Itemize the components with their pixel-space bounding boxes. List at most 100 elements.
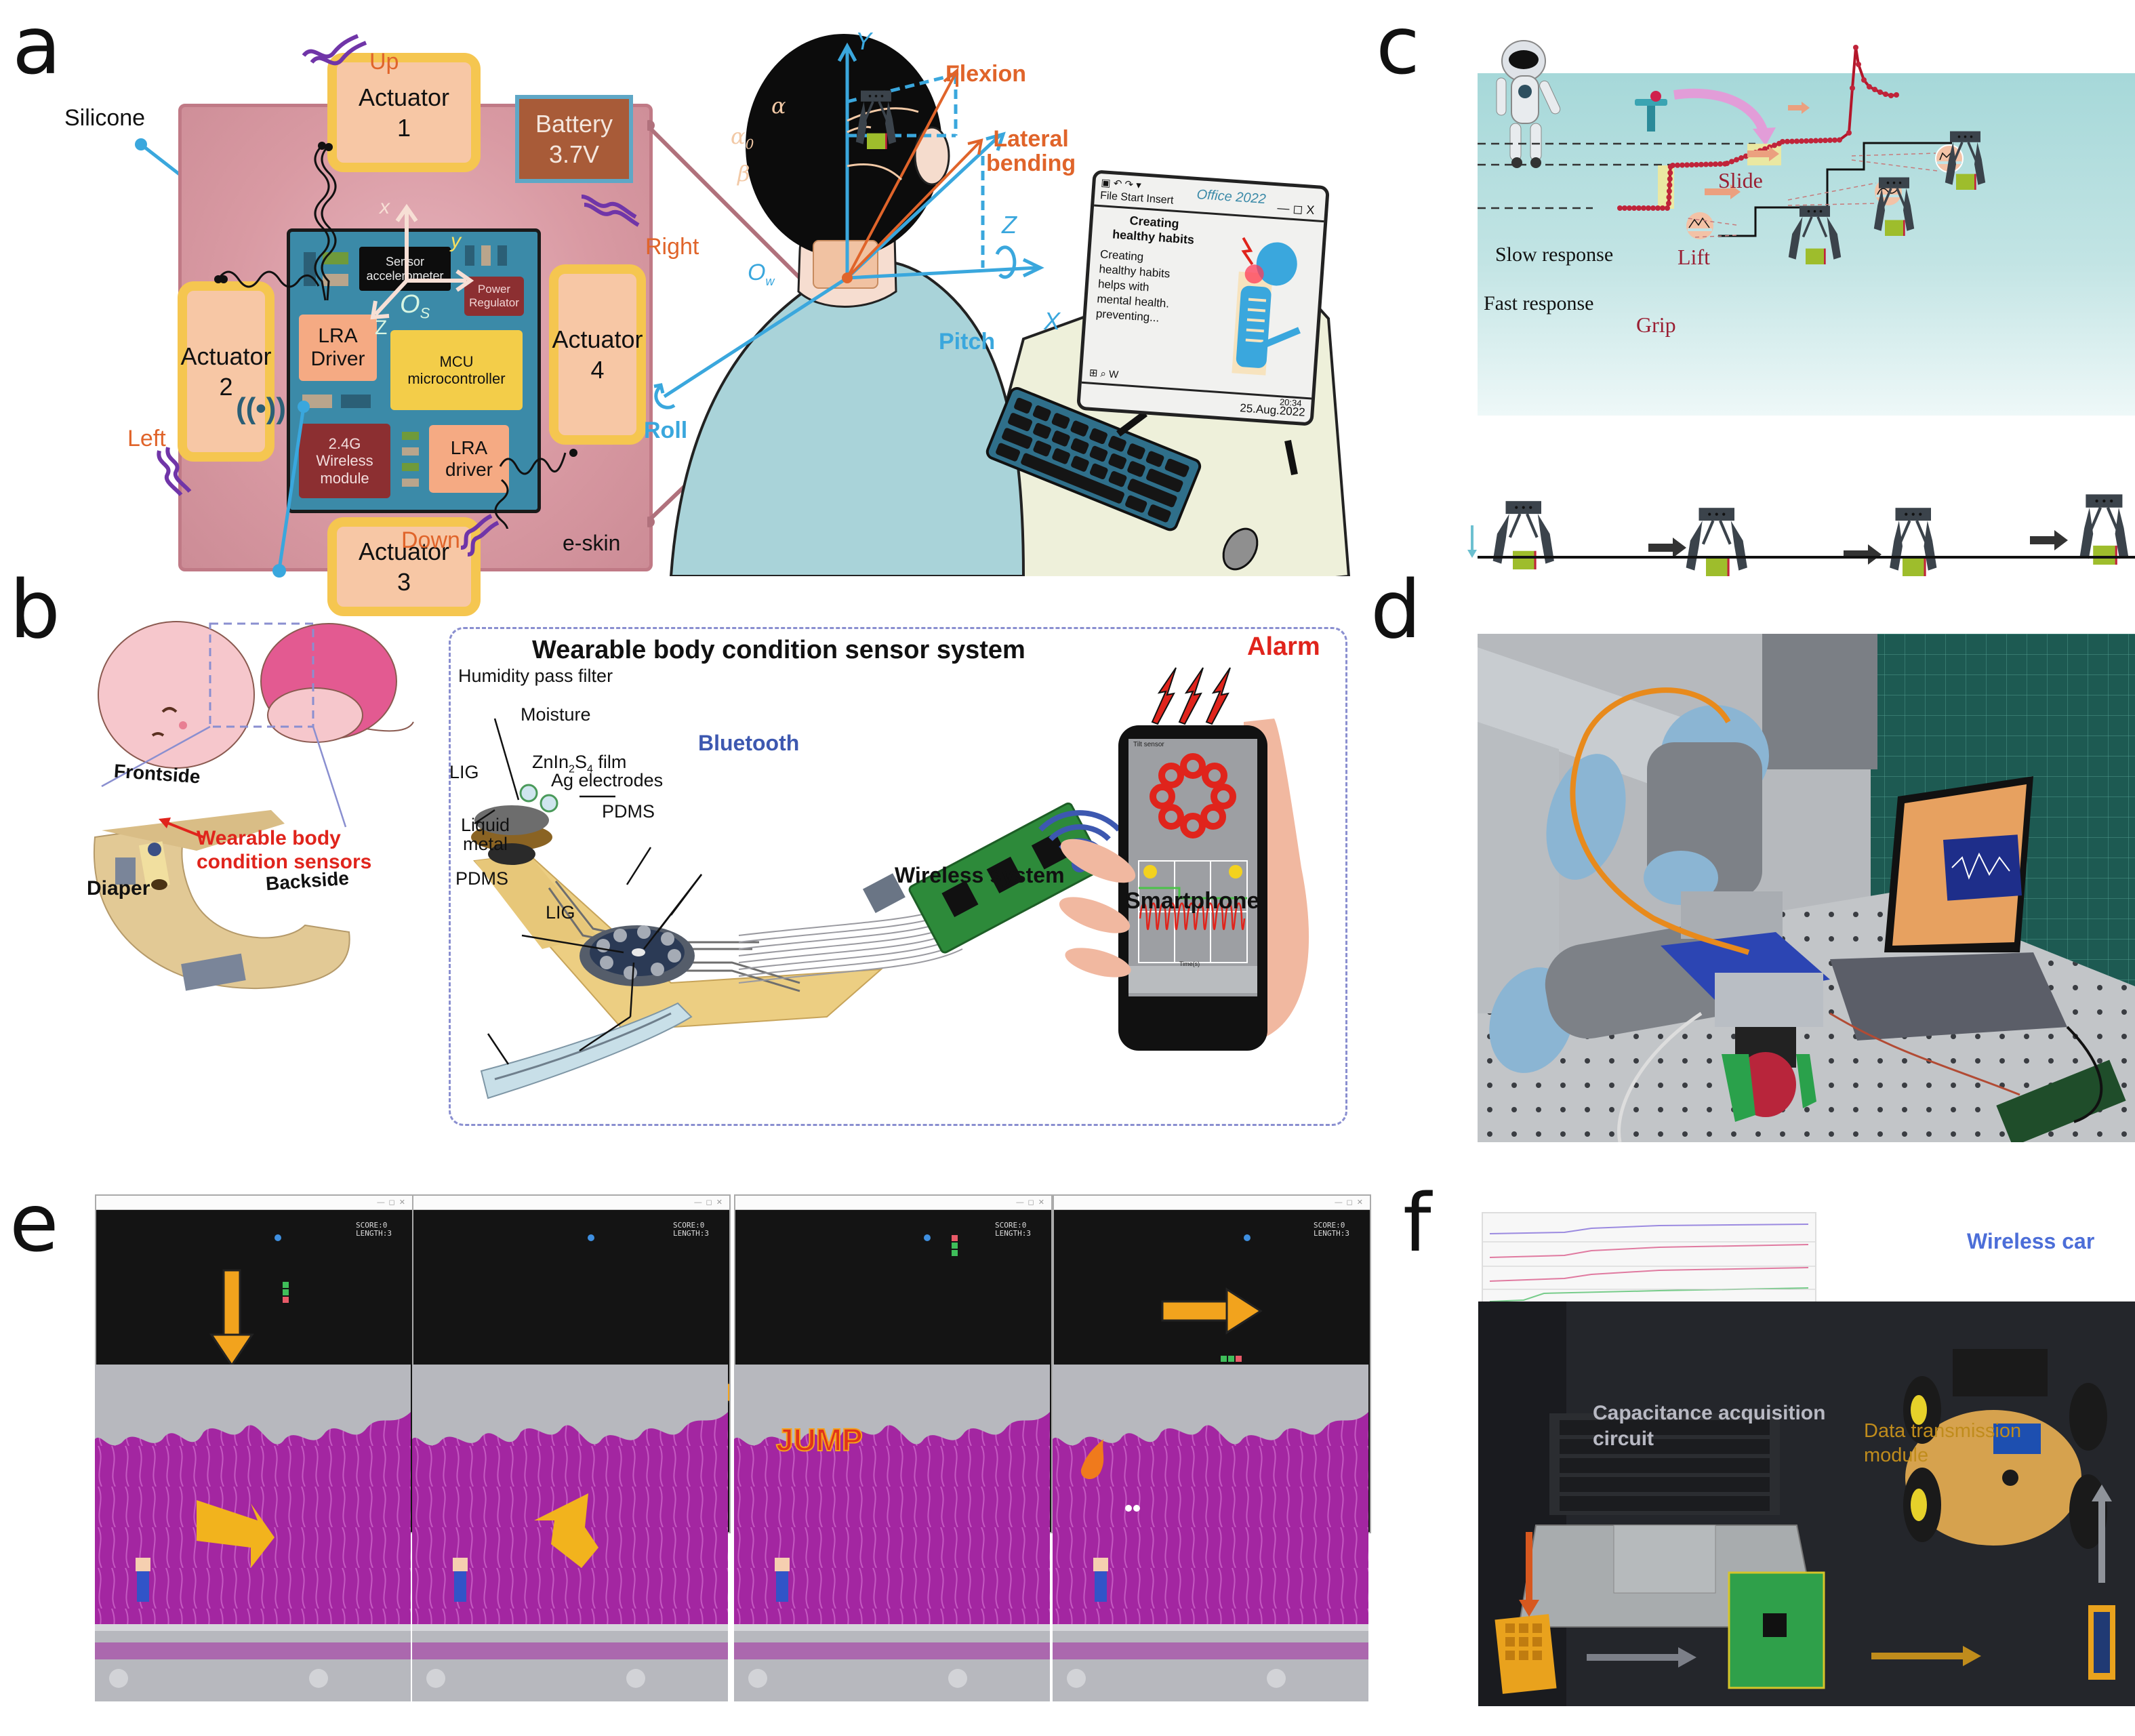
panel-label-b: b <box>9 563 60 656</box>
window-controls[interactable]: — ◻ ✕ <box>694 1198 723 1207</box>
axis-y-label: y <box>451 230 461 252</box>
response-curve-point <box>1617 205 1623 211</box>
panel-label-f: f <box>1403 1176 1431 1270</box>
score-text: SCORE:0 <box>1314 1221 1345 1230</box>
sequence-gripper-3 <box>1890 508 1937 576</box>
wearable-line-1: Wearable body <box>197 827 341 849</box>
actuator-3-number: 3 <box>396 568 411 596</box>
response-curve-point <box>1823 138 1828 144</box>
response-curve-point <box>1666 201 1671 206</box>
liquid-metal-line-2: metal <box>463 834 508 855</box>
direction-right-label: Right <box>645 234 699 260</box>
length-text: LENGTH:3 <box>673 1228 709 1238</box>
component <box>481 245 491 266</box>
approach-gripper <box>1788 205 1842 264</box>
component <box>402 479 419 487</box>
snake-body <box>952 1235 958 1256</box>
moisture-label: Moisture <box>521 704 591 725</box>
response-curve-point <box>1646 205 1651 211</box>
capacitance-traces <box>1483 1224 1815 1302</box>
skeleton-illustration <box>1232 237 1301 376</box>
food-dot <box>1244 1234 1250 1241</box>
contra-game-frame <box>734 1365 1050 1701</box>
sequence-gripper-1 <box>1492 501 1554 569</box>
fireball <box>1080 1439 1104 1480</box>
pitch-label: Pitch <box>939 329 996 355</box>
contra-game-frame <box>412 1365 728 1701</box>
humidity-filter-label: Humidity pass filter <box>458 666 613 686</box>
sensor-axes <box>370 203 474 320</box>
heading-line-1: Creating <box>1129 214 1180 231</box>
eskin-label: e-skin <box>563 531 621 555</box>
origin-subscript: S <box>420 304 430 322</box>
response-curve-point <box>1631 205 1637 211</box>
robot-icon <box>1496 40 1561 168</box>
response-curve-point <box>1789 138 1795 144</box>
neck-origin-letter: O <box>748 260 766 285</box>
mcu-label-1: MCU <box>439 352 474 370</box>
response-curve-point <box>1883 92 1888 97</box>
wireless-label-3: module <box>320 469 369 487</box>
response-curve-point <box>1675 162 1680 168</box>
film-sub: 2 <box>569 763 575 775</box>
component <box>497 245 507 266</box>
score-text: SCORE:0 <box>673 1221 705 1230</box>
response-curve-point <box>1813 138 1818 144</box>
response-curve-point <box>1641 205 1646 211</box>
axis-z-label: Z <box>375 317 388 339</box>
game-titlebar: — ◻ ✕ <box>1054 1196 1370 1210</box>
snake-body <box>1221 1356 1242 1362</box>
wireless-signal-icon: ((•)) <box>236 392 287 425</box>
actuator-1-number: 1 <box>396 114 411 142</box>
lra-driver-2-label-1: LRA <box>450 437 488 458</box>
actuator-2-name: Actuator <box>180 342 272 370</box>
sensor-pointer-arrow <box>159 817 204 839</box>
bluetooth-label: Bluetooth <box>698 731 800 755</box>
contra-scene <box>734 1365 1050 1701</box>
sequence-arrow-icon <box>2030 530 2068 550</box>
pcb-pointer <box>272 401 310 578</box>
battery-name: Battery <box>535 110 613 138</box>
response-curve-point <box>1846 130 1852 136</box>
window-controls[interactable]: — ◻ ✕ <box>377 1198 405 1207</box>
wireless-label-1: 2.4G <box>328 435 361 453</box>
sequence-arrow-icon <box>1648 538 1686 558</box>
wireless-car-scene <box>1478 1301 2135 1706</box>
alpha0-subscript: 0 <box>745 136 754 153</box>
response-curve-point <box>1734 157 1739 163</box>
window-controls[interactable]: — ◻ ✕ <box>1016 1198 1044 1207</box>
food-dot <box>924 1234 931 1241</box>
response-curve-point <box>1762 146 1768 152</box>
sequence-arrow-icon <box>1844 544 1882 565</box>
response-curve-point <box>1680 162 1685 168</box>
response-curve-point <box>1684 162 1690 168</box>
window-controls[interactable]: — ◻ ✕ <box>1335 1198 1363 1207</box>
response-curve-point <box>1837 137 1842 143</box>
component <box>402 447 419 456</box>
lateral-line-2: bending <box>986 150 1076 176</box>
response-curve-point <box>1667 182 1673 188</box>
length-text: LENGTH:3 <box>995 1228 1031 1238</box>
neck-origin-label: Ow <box>748 260 774 288</box>
fast-response-label: Fast response <box>1484 292 1594 315</box>
ag-electrodes-label: Ag electrodes <box>551 770 664 790</box>
lra-driver-1-label-2: Driver <box>310 348 365 370</box>
laptop-screen-chart <box>1482 1212 1816 1310</box>
sequence-gripper-4 <box>2079 494 2129 565</box>
food-dot <box>274 1234 281 1241</box>
response-curve-point <box>1670 163 1675 168</box>
sensor-system-illustration <box>471 667 1309 1099</box>
direction-left-label: Left <box>127 426 166 451</box>
roll-label: Roll <box>644 418 688 443</box>
